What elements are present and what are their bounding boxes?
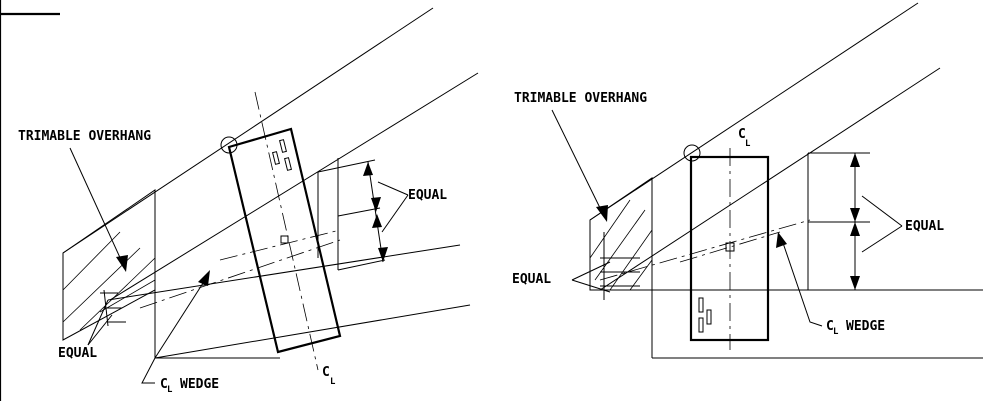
right-plate-cl-label: C xyxy=(738,127,746,142)
left-top-chord-lower xyxy=(109,72,479,301)
left-bottom-chord-upper xyxy=(107,244,461,301)
left-trimable-overhang-label: TRIMABLE OVERHANG xyxy=(18,129,151,144)
right-top-chord-upper xyxy=(589,2,919,221)
left-plate-centerline xyxy=(254,91,319,371)
left-cl-symbol-sub: L xyxy=(167,385,173,395)
left-plate xyxy=(227,127,342,354)
left-joint-circle xyxy=(220,136,238,154)
left-equal-upper-label: EQUAL xyxy=(408,188,447,203)
right-cl-symbol-sub: L xyxy=(833,327,839,337)
left-plate-center-mark xyxy=(280,235,289,244)
left-view: TRIMABLE OVERHANG EQUAL EQUAL C L WEDGE … xyxy=(0,0,479,401)
right-cl-symbol: C xyxy=(826,319,834,334)
right-equal-upper-label: EQUAL xyxy=(905,219,944,234)
left-border xyxy=(0,0,60,401)
left-bottom-chord-lower xyxy=(154,304,471,359)
left-plate-cl-label-sub: L xyxy=(330,377,336,387)
right-wedge-label: WEDGE xyxy=(846,319,885,334)
left-top-chord-upper xyxy=(62,7,434,254)
right-plate xyxy=(689,155,770,342)
left-overhang xyxy=(62,189,156,341)
right-view: TRIMABLE OVERHANG EQUAL EQUAL C L WEDGE … xyxy=(512,2,983,359)
right-trimable-overhang-label: TRIMABLE OVERHANG xyxy=(514,91,647,106)
right-equal-lower-label: EQUAL xyxy=(512,272,551,287)
left-equal-lower-label: EQUAL xyxy=(58,346,97,361)
left-wedge-label: WEDGE xyxy=(180,377,219,392)
right-plate-cl-label-sub: L xyxy=(745,139,751,149)
left-plate-cl-label: C xyxy=(322,365,330,380)
right-top-chord-lower xyxy=(599,67,941,291)
right-joint-circle xyxy=(683,144,701,162)
left-cl-symbol: C xyxy=(160,377,168,392)
